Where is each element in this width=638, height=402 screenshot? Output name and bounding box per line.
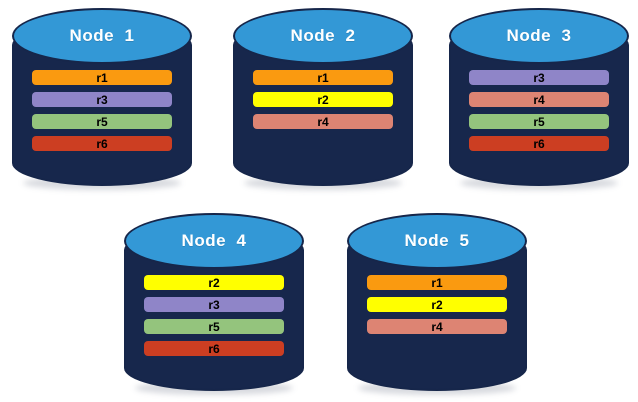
row-label: r5 [96, 114, 108, 129]
row-label: r4 [533, 92, 545, 107]
cylinder-top-disc: Node 3 [449, 8, 629, 64]
cylinder-top-disc: Node 1 [12, 8, 192, 64]
cylinder-top-disc: Node 5 [347, 213, 527, 269]
row-label: r6 [208, 341, 220, 356]
row-bar-r1[interactable]: r1 [366, 275, 508, 290]
row-bar-r5[interactable]: r5 [468, 114, 610, 129]
row-bar-r6[interactable]: r6 [143, 341, 285, 356]
row-bar-r2[interactable]: r2 [252, 92, 394, 107]
row-bar-r1[interactable]: r1 [252, 70, 394, 85]
node-label: Node 5 [404, 231, 470, 250]
row-label: r1 [317, 70, 329, 85]
database-node-4[interactable]: Node 4 r2 r3 r5 r6 [124, 213, 304, 395]
row-bar-r3[interactable]: r3 [31, 92, 173, 107]
row-list: r2 r3 r5 r6 [124, 269, 304, 356]
database-node-1[interactable]: Node 1 r1 r3 r5 r6 [12, 8, 192, 190]
node-label: Node 3 [506, 26, 572, 45]
node-label: Node 2 [290, 26, 356, 45]
row-label: r4 [317, 114, 329, 129]
row-bar-r2[interactable]: r2 [143, 275, 285, 290]
row-label: r1 [431, 275, 443, 290]
row-bar-r5[interactable]: r5 [31, 114, 173, 129]
row-bar-r2[interactable]: r2 [366, 297, 508, 312]
row-label: r4 [431, 319, 443, 334]
row-bar-r3[interactable]: r3 [468, 70, 610, 85]
row-bar-r4[interactable]: r4 [366, 319, 508, 334]
row-label: r3 [96, 92, 108, 107]
row-label: r2 [317, 92, 329, 107]
row-label: r1 [96, 70, 108, 85]
row-label: r5 [533, 114, 545, 129]
row-label: r3 [208, 297, 220, 312]
database-node-3[interactable]: Node 3 r3 r4 r5 r6 [449, 8, 629, 190]
database-node-5[interactable]: Node 5 r1 r2 r4 [347, 213, 527, 395]
row-bar-r5[interactable]: r5 [143, 319, 285, 334]
cylinder-top-disc: Node 4 [124, 213, 304, 269]
row-list: r1 r2 r4 [347, 269, 527, 334]
row-bar-r6[interactable]: r6 [31, 136, 173, 151]
node-label: Node 1 [69, 26, 135, 45]
row-label: r6 [96, 136, 108, 151]
row-bar-r4[interactable]: r4 [252, 114, 394, 129]
row-label: r6 [533, 136, 545, 151]
row-label: r3 [533, 70, 545, 85]
database-node-2[interactable]: Node 2 r1 r2 r4 [233, 8, 413, 190]
row-label: r2 [208, 275, 220, 290]
row-list: r3 r4 r5 r6 [449, 64, 629, 151]
row-list: r1 r3 r5 r6 [12, 64, 192, 151]
row-label: r5 [208, 319, 220, 334]
cylinder-top-disc: Node 2 [233, 8, 413, 64]
node-label: Node 4 [181, 231, 247, 250]
row-bar-r3[interactable]: r3 [143, 297, 285, 312]
row-list: r1 r2 r4 [233, 64, 413, 129]
row-bar-r6[interactable]: r6 [468, 136, 610, 151]
row-label: r2 [431, 297, 443, 312]
row-bar-r1[interactable]: r1 [31, 70, 173, 85]
row-bar-r4[interactable]: r4 [468, 92, 610, 107]
